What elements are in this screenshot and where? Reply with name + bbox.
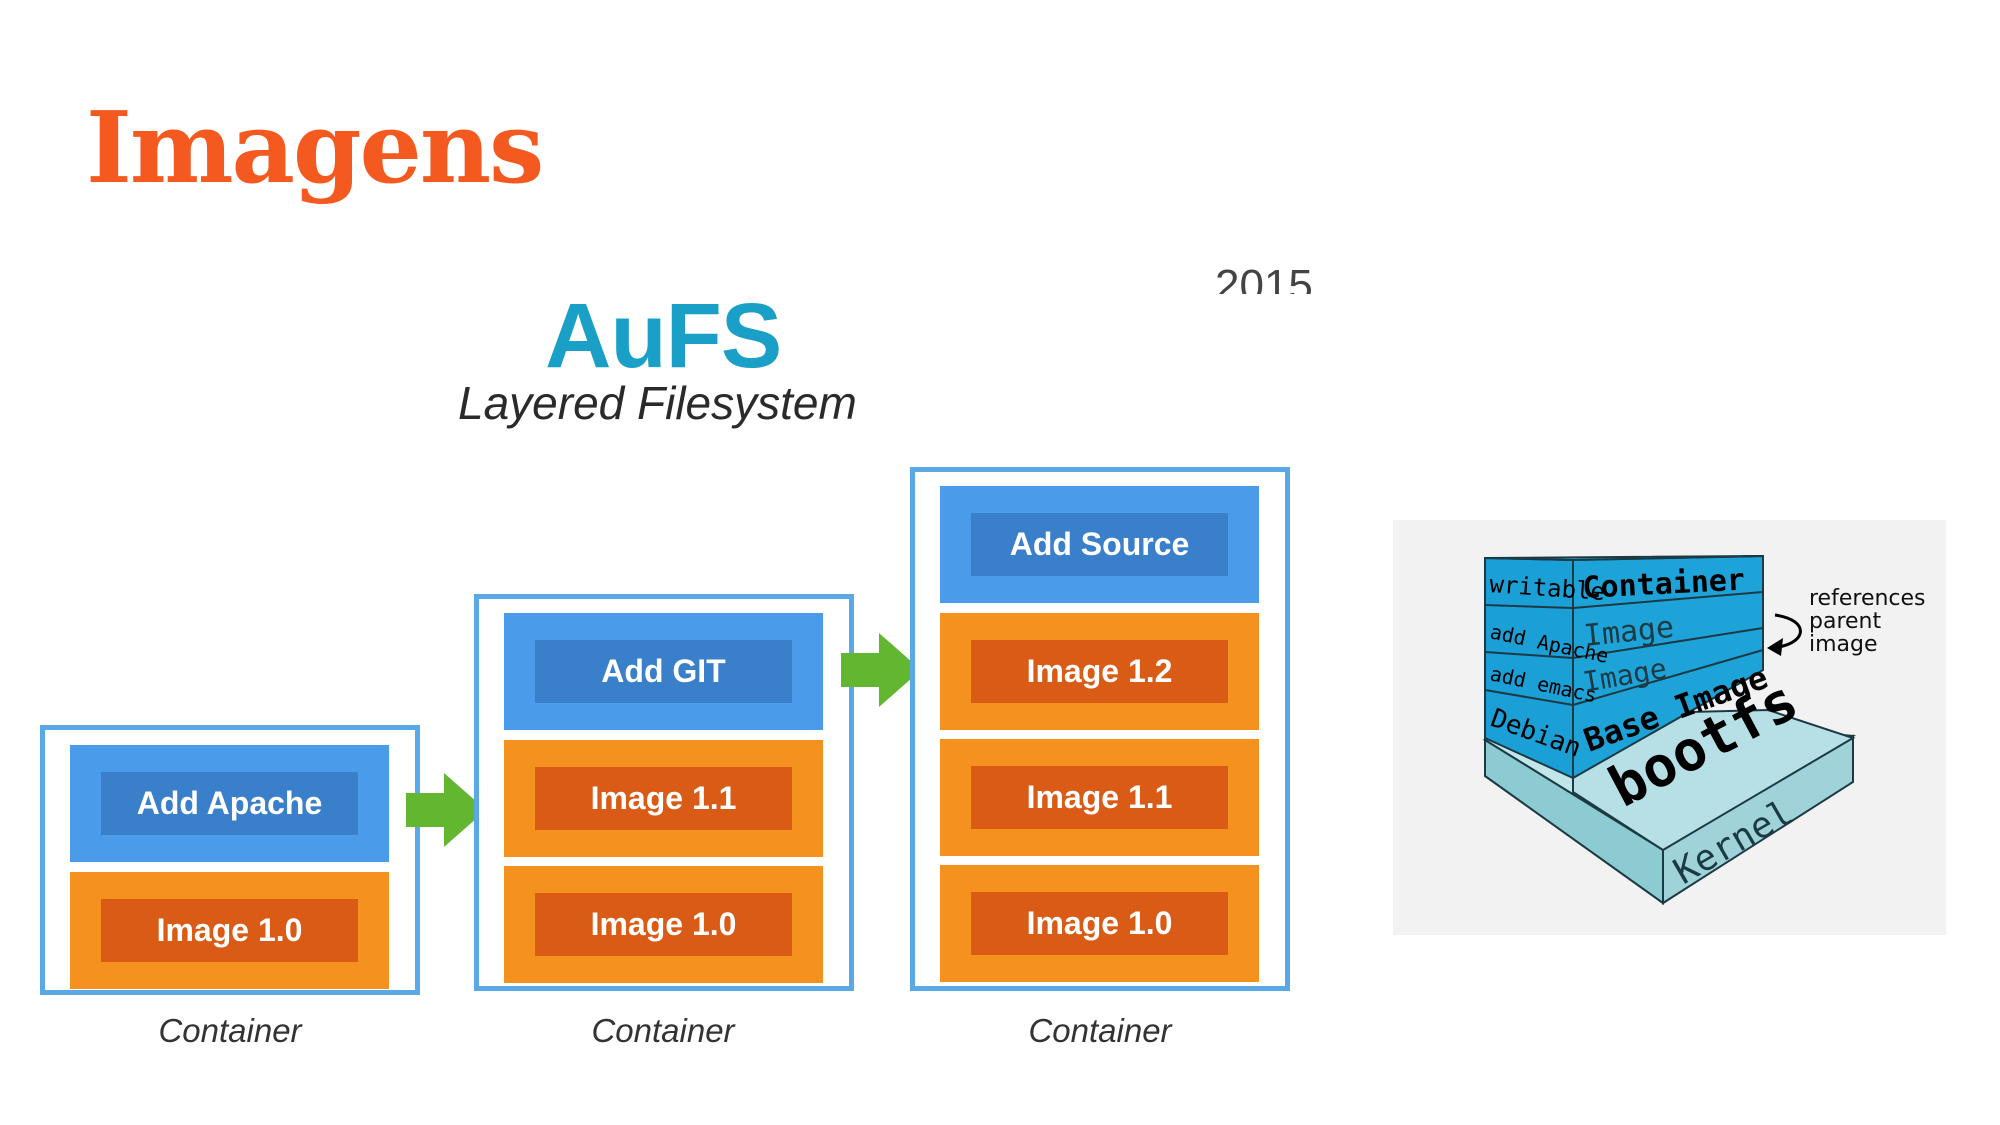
layer-image-1-1: Image 1.1 — [940, 739, 1259, 856]
docker-layer-stack-diagram: writable add Apache add emacs Debian Con… — [1393, 520, 1946, 935]
ref-line-1: references — [1809, 586, 1926, 611]
aufs-year: 2015 — [1215, 264, 1313, 294]
layer-image-1-2: Image 1.2 — [940, 613, 1259, 730]
container-caption-2: Container — [591, 1012, 735, 1049]
front-label-container: Container — [1582, 563, 1746, 606]
aufs-title: AuFS — [545, 285, 782, 387]
container-box-3: Add Source Image 1.2 Image 1.1 Image 1.0 — [910, 467, 1290, 991]
layer-label: Image 1.1 — [535, 767, 792, 830]
container-box-2: Add GIT Image 1.1 Image 1.0 — [474, 594, 854, 991]
arrow-right-icon — [841, 633, 921, 707]
layer-label: Add Apache — [101, 772, 358, 835]
layer-image-1-0: Image 1.0 — [504, 866, 823, 983]
layer-label: Image 1.0 — [535, 893, 792, 956]
arrow-right-icon — [406, 773, 486, 847]
references-parent-image-label: references parent image — [1809, 587, 1926, 656]
layer-image-1-0: Image 1.0 — [70, 872, 389, 989]
aufs-diagram: 2015 AuFS Layered Filesystem Add Apache … — [0, 264, 1340, 1080]
layer-image-1-0: Image 1.0 — [940, 865, 1259, 982]
layer-add-git: Add GIT — [504, 613, 823, 730]
layer-label: Image 1.0 — [971, 892, 1228, 955]
ref-line-2: parent — [1809, 609, 1882, 634]
layer-add-apache: Add Apache — [70, 745, 389, 862]
container-caption-3: Container — [1028, 1012, 1172, 1049]
layer-label: Add GIT — [535, 640, 792, 703]
layer-label: Image 1.0 — [101, 899, 358, 962]
layer-add-source: Add Source — [940, 486, 1259, 603]
slide-title: Imagens — [86, 91, 544, 206]
layer-label: Add Source — [971, 513, 1228, 576]
container-box-1: Add Apache Image 1.0 — [40, 725, 420, 995]
container-caption-1: Container — [158, 1012, 302, 1049]
layer-image-1-1: Image 1.1 — [504, 740, 823, 857]
layer-label: Image 1.1 — [971, 766, 1228, 829]
layer-label: Image 1.2 — [971, 640, 1228, 703]
aufs-subtitle: Layered Filesystem — [458, 377, 857, 429]
ref-line-3: image — [1809, 632, 1878, 657]
layer-stack-illustration: writable add Apache add emacs Debian Con… — [1482, 554, 1857, 905]
